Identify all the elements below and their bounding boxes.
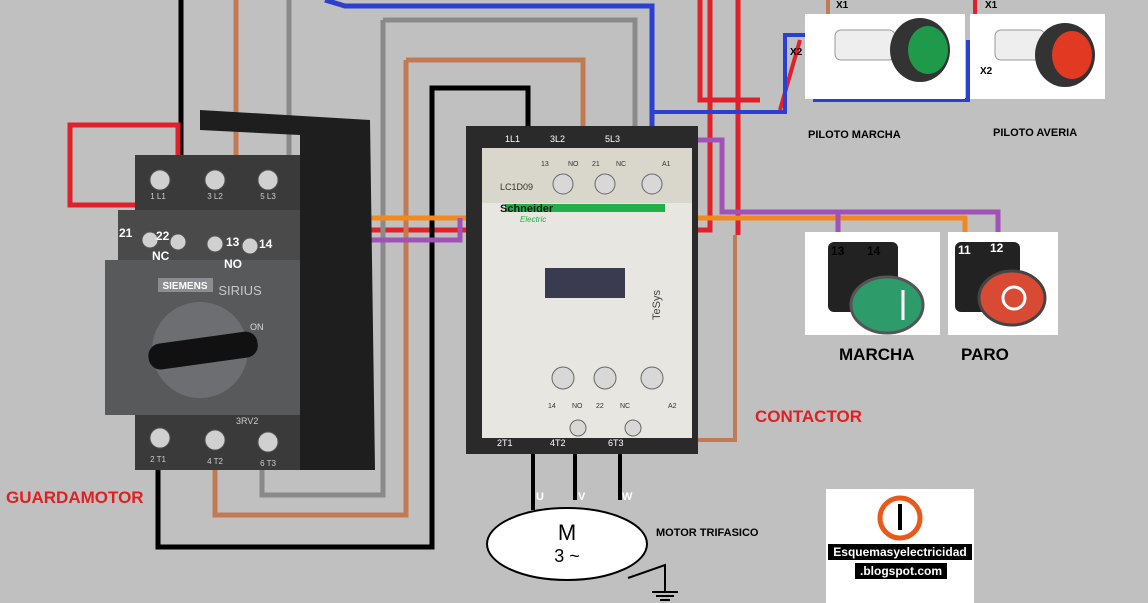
motor: M 3 ~ U V W [486,491,678,601]
wire-motor-leads [531,450,622,510]
pilot-marcha-x2: X2 [790,47,803,58]
piloto-marcha-label: PILOTO MARCHA [808,129,901,141]
wire-gray-contactor [383,17,638,140]
ct-bot-term-1: 2T1 [497,438,513,448]
pilot-marcha-body [834,29,896,61]
marcha-button-cap[interactable] [849,275,925,335]
paro-button-glyph [1001,285,1027,311]
logo-line2: .blogspot.com [860,564,942,578]
ct-bot-term-3: 6T3 [608,438,624,448]
pilot-marcha-lens [908,26,948,74]
ct-aux-top-1: NO [568,161,579,168]
pilot-marcha-x1: X1 [836,0,849,11]
motor-term-v: V [578,491,586,503]
ct-aux-bot-1: NO [572,403,583,410]
pilot-averia-lens [1052,31,1092,79]
ct-aux-bot-4: A2 [668,403,677,410]
marcha-term-13: 13 [831,244,845,258]
ct-aux-bot-2: 22 [596,403,604,410]
gm-aux-term-14: 14 [259,237,273,251]
power-plug-icon [877,495,923,541]
paro-term-12: 12 [990,241,1004,255]
contactor: Schneider Electric LC1D09 TeSys 1L1 3L2 … [466,126,698,454]
wire-black-loop [155,85,531,550]
sirius-series: SIRIUS [218,283,262,298]
siemens-badge [158,278,213,292]
schneider-sub: Electric [520,215,546,224]
contactor-window [545,268,625,298]
wire-brown-contactor [406,57,586,140]
contactor-label: CONTACTOR [755,407,863,426]
logo-line1-bg [828,544,972,560]
ct-aux-top-0: 13 [541,161,549,168]
pilot-lights: X1 X2 X1 X2 [790,0,1105,99]
logo-line2-bg [855,563,947,579]
wire-red-top [697,0,760,235]
pilot-averia-x1: X1 [985,0,998,11]
motor-symbol [486,507,648,581]
blog-logo: Esquemasyelectricidad .blogspot.com [826,489,974,603]
siemens-brand: SIEMENS [162,281,207,292]
guardamotor-label: GUARDAMOTOR [6,488,144,507]
gm-bot-term-2: 4 T2 [207,457,223,466]
piloto-averia-label: PILOTO AVERIA [993,127,1078,139]
wire-brown-loop [212,60,409,518]
guardamotor: SIEMENS SIRIUS ON 3RV2 1 L1 3 L2 5 L3 21… [105,110,375,470]
marcha-label: MARCHA [839,345,915,364]
wire-blue-a1 [324,0,655,180]
ct-top-term-1: 1L1 [505,134,520,144]
ct-top-term-3: 5L3 [605,134,620,144]
rotary-knob-handle[interactable] [147,330,260,371]
schneider-green-stripe [505,204,665,212]
gm-top-term-1: 1 L1 [150,192,166,201]
motor-label: MOTOR TRIFASICO [656,527,759,539]
gm-aux-term-22: 22 [156,229,170,243]
ct-aux-bot-3: NC [620,403,630,410]
pilot-averia-x2: X2 [980,66,993,77]
paro-term-11: 11 [958,243,971,257]
ct-bot-term-2: 4T2 [550,438,566,448]
contactor-model: LC1D09 [500,182,533,192]
gm-aux-term-21: 21 [119,226,133,240]
model-label: 3RV2 [236,416,258,426]
paro-button-cap[interactable] [977,269,1047,327]
ct-aux-top-2: 21 [592,161,600,168]
guardamotor-back-body [200,110,375,470]
marcha-term-14: 14 [867,244,881,258]
gm-bot-term-3: 6 T3 [260,459,276,468]
gm-top-term-2: 3 L2 [207,192,223,201]
gm-aux-nc: NC [152,249,170,263]
on-label: ON [250,322,264,332]
contactor-aux-block [482,148,692,203]
gm-top-term-3: 5 L3 [260,192,276,201]
gm-aux-term-13: 13 [226,235,240,249]
logo-line1: Esquemasyelectricidad [833,545,966,559]
tesys-series: TeSys [651,290,663,320]
motor-phases: 3 ~ [554,546,580,566]
ct-aux-top-3: NC [616,161,626,168]
gm-bot-term-1: 2 T1 [150,455,166,464]
motor-term-w: W [622,491,633,503]
gm-aux-no: NO [224,257,242,271]
paro-label: PARO [961,345,1009,364]
ct-aux-top-4: A1 [662,161,671,168]
schneider-brand: Schneider [500,203,554,215]
contactor-screws [551,173,664,437]
wire-ground [627,563,666,592]
ground-symbol [652,591,678,601]
guardamotor-screws [141,169,279,453]
ct-top-term-2: 3L2 [550,134,565,144]
motor-term-u: U [536,491,544,503]
push-buttons: 13 14 11 12 [805,232,1058,335]
ct-aux-bot-0: 14 [548,403,556,410]
wire-gray-loop [259,20,386,498]
motor-m: M [558,520,576,545]
